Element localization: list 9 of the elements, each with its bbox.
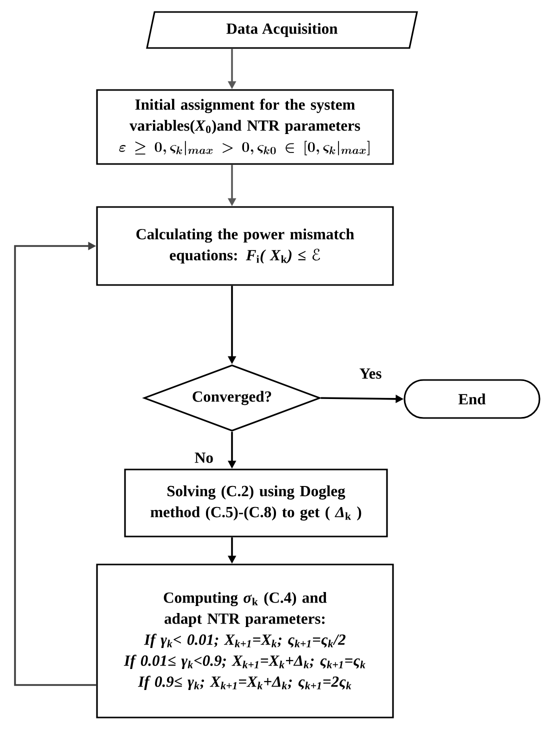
process-box: Computing σ$_{k}$ (C.4) and adapt NTR parameters: If γ$_{k}$< 0.01; X$_{k+1}$=X$_{k}$; ς$_{k+1}$=ς$_{k}$/2 If 0.01≤ γ$_{k}$<0.9; X$_{k+1}$=X$_{k}$+Δ$_{k}$; ς$_{k+1}$=ς$_{k}$ If 0.9≤ γ$_{k}$; X$_{k+1}$=X$_{k}$+Δ$_{k}$; ς$_{k+1}$=2ς$_{k}$: [96, 564, 394, 718]
terminal-box: End: [404, 379, 540, 419]
edge-label: Yes: [358, 367, 383, 380]
edge-label: No: [194, 452, 214, 464]
arrow: [14, 242, 96, 686]
input-parallelogram: Data Acquisition: [146, 11, 418, 49]
process-box: Initial assignment for the system variables(X$_{0}$)and NTR parameters $\varepsilon \geq 0, \varsigma_k|_{max} >0, \varsigma_{k0} \in [0, \varsigma_k|_{max}]$: [96, 89, 394, 165]
process-box: Solving (C.2) using Dogleg method (C.5)-(C.8) to get ( Δ$_{k}$ ): [124, 468, 388, 538]
process-box: Calculating the power mismatch equations: F$_{i}$( X$_{k}$) ≤ ℰ: [96, 206, 394, 286]
